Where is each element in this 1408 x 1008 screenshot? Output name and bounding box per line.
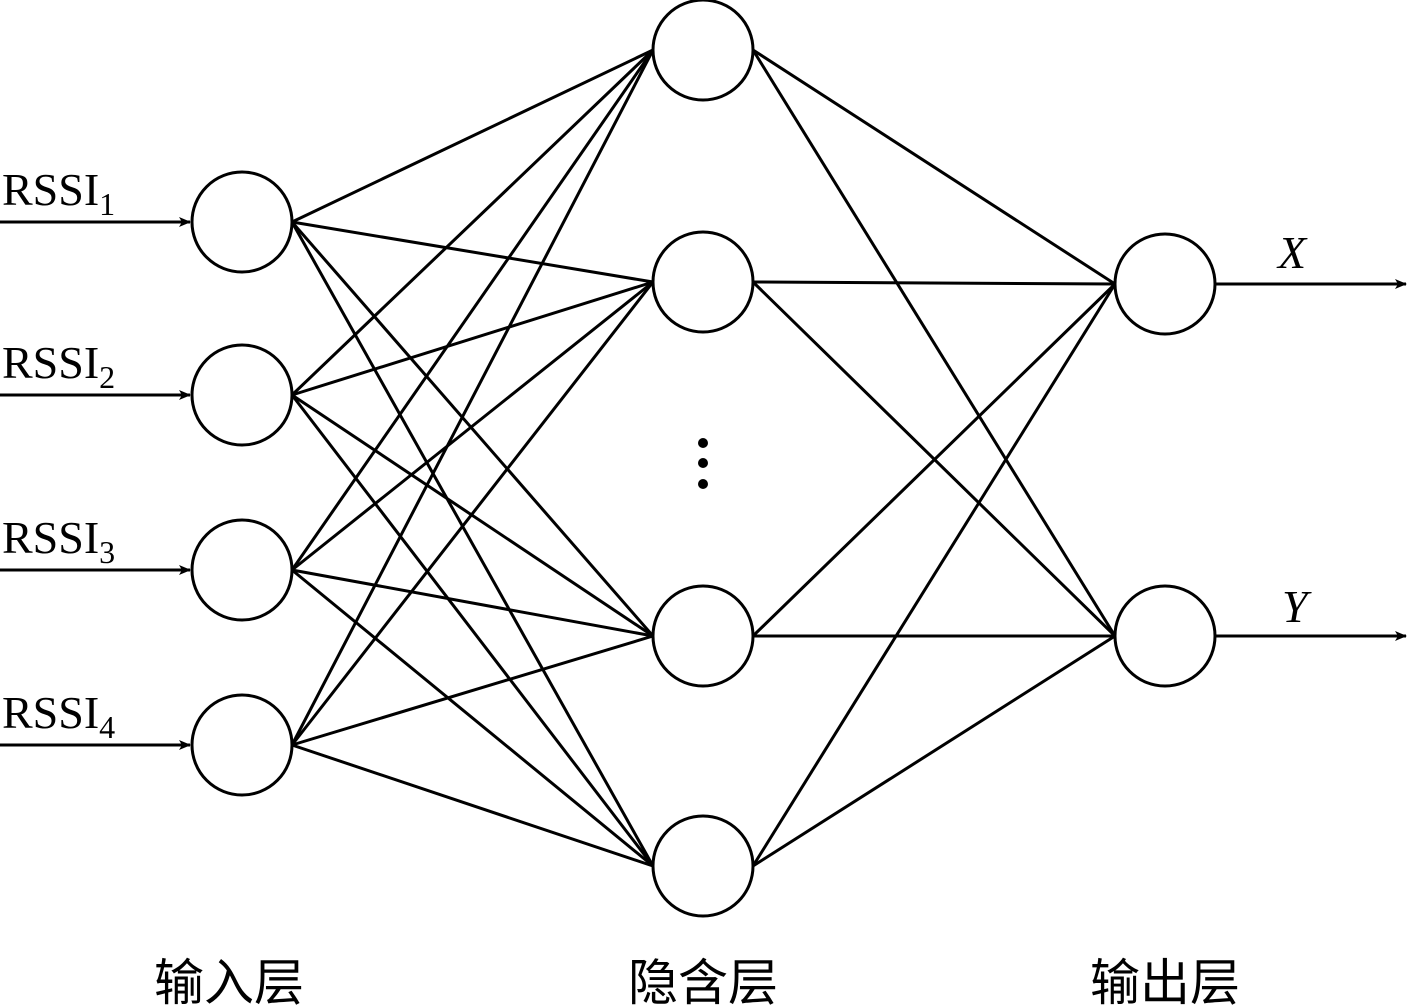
- edge-input4-hidden3: [291, 634, 654, 747]
- layer-label-output: 输出层: [1090, 955, 1240, 1008]
- edge-input2-hidden4: [290, 394, 655, 867]
- layer-label-input: 输入层: [154, 955, 304, 1008]
- connections: [290, 48, 1117, 868]
- edge-hidden1-output2: [751, 49, 1117, 637]
- edge-input4-hidden4: [291, 743, 654, 868]
- input-label-3: RSSI3: [2, 512, 115, 570]
- output-node-1: [1113, 232, 1217, 336]
- input-label-2: RSSI2: [2, 337, 115, 395]
- edge-hidden1-output1: [752, 48, 1116, 286]
- edge-hidden2-output1: [752, 280, 1116, 286]
- edge-input1-hidden3: [290, 221, 655, 637]
- edge-hidden3-output1: [751, 282, 1117, 638]
- edge-input1-hidden4: [290, 221, 655, 867]
- edge-input4-hidden2: [290, 281, 655, 746]
- edge-hidden4-output1: [751, 283, 1117, 867]
- hidden-ellipsis: [698, 438, 708, 489]
- edge-input1-hidden2: [291, 220, 654, 284]
- input-label-1: RSSI1: [2, 164, 115, 222]
- edge-input3-hidden1: [290, 49, 655, 571]
- hidden-node-4: [651, 814, 755, 918]
- input-node-1: [190, 170, 294, 274]
- nodes: [190, 0, 1217, 918]
- input-node-2: [190, 343, 294, 447]
- edge-input1-hidden1: [291, 48, 654, 224]
- edge-input3-hidden4: [291, 568, 654, 868]
- edge-input2-hidden2: [291, 280, 654, 397]
- edge-input2-hidden1: [290, 48, 655, 397]
- input-node-4: [190, 693, 294, 797]
- edge-hidden4-output2: [752, 634, 1116, 868]
- input-node-3: [190, 518, 294, 622]
- layer-label-hidden: 隐含层: [628, 955, 778, 1008]
- hidden-node-2: [651, 230, 755, 334]
- hidden-node-3: [651, 584, 755, 688]
- edge-input3-hidden3: [291, 568, 654, 638]
- edge-input4-hidden1: [290, 49, 655, 746]
- input-label-4: RSSI4: [2, 687, 115, 745]
- output-label-x: X: [1276, 227, 1308, 278]
- output-label-y: Y: [1282, 581, 1312, 632]
- edge-input3-hidden2: [291, 280, 654, 572]
- output-node-2: [1113, 584, 1217, 688]
- hidden-node-1: [651, 0, 755, 102]
- io-arrows: [0, 217, 1407, 750]
